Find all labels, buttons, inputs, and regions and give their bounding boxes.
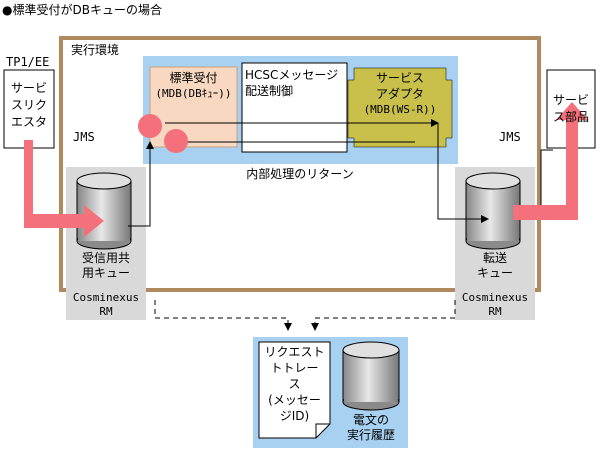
hcsc-control-label: HCSCメッセージ 配送制御: [245, 68, 339, 98]
requester-label: サービ スリク エスタ: [10, 81, 47, 129]
message-history-cylinder: [342, 341, 400, 411]
red-arrow-left: [24, 140, 104, 237]
jms-left-label: JMS: [73, 130, 95, 144]
cosminexus-left-label: Cosminexus RM: [72, 291, 140, 318]
diagram-title: ●標準受付がDBキューの場合: [2, 3, 162, 17]
flow-adapter-to-transfer-queue: [437, 123, 489, 223]
dashed-trace-right: [311, 300, 456, 331]
transfer-queue-label: 転送 キュー: [476, 251, 513, 280]
red-dot-1: [138, 114, 162, 138]
flow-queue-to-reception: [128, 141, 154, 227]
red-dot-2: [164, 129, 188, 153]
service-adapter-box: [347, 67, 453, 148]
message-history-label: 電文の 実行履歴: [346, 413, 395, 442]
transfer-queue-cylinder: [465, 172, 521, 250]
hcsc-control-box: [241, 62, 348, 153]
request-trace-label: リクエスト トトレー ス (メッセー ジID): [264, 345, 325, 423]
service-adapter-label: サービス アダプタ (MDB(WS-R)): [363, 71, 437, 116]
tp1ee-label: TP1/EE: [6, 55, 50, 69]
receive-queue-label: 受信用共 用キュー: [81, 251, 130, 280]
cosminexus-right-label: Cosminexus RM: [461, 291, 529, 318]
standard-reception-label: 標準受付 (MDB(DBｷｭｰ)): [155, 71, 232, 100]
request-trace-doc: [258, 341, 331, 439]
execution-env-frame: [59, 36, 541, 292]
dashed-trace-left: [154, 300, 292, 331]
jms-right-label: JMS: [499, 130, 521, 144]
standard-reception-box: [149, 66, 238, 148]
internal-return-label: 内部処理のリターン: [246, 167, 354, 181]
red-arrow-right: [513, 102, 588, 220]
requester-box: [3, 69, 55, 149]
execution-env-label: 実行環境: [71, 43, 120, 57]
service-component-label: サービ ス部品: [552, 93, 589, 124]
